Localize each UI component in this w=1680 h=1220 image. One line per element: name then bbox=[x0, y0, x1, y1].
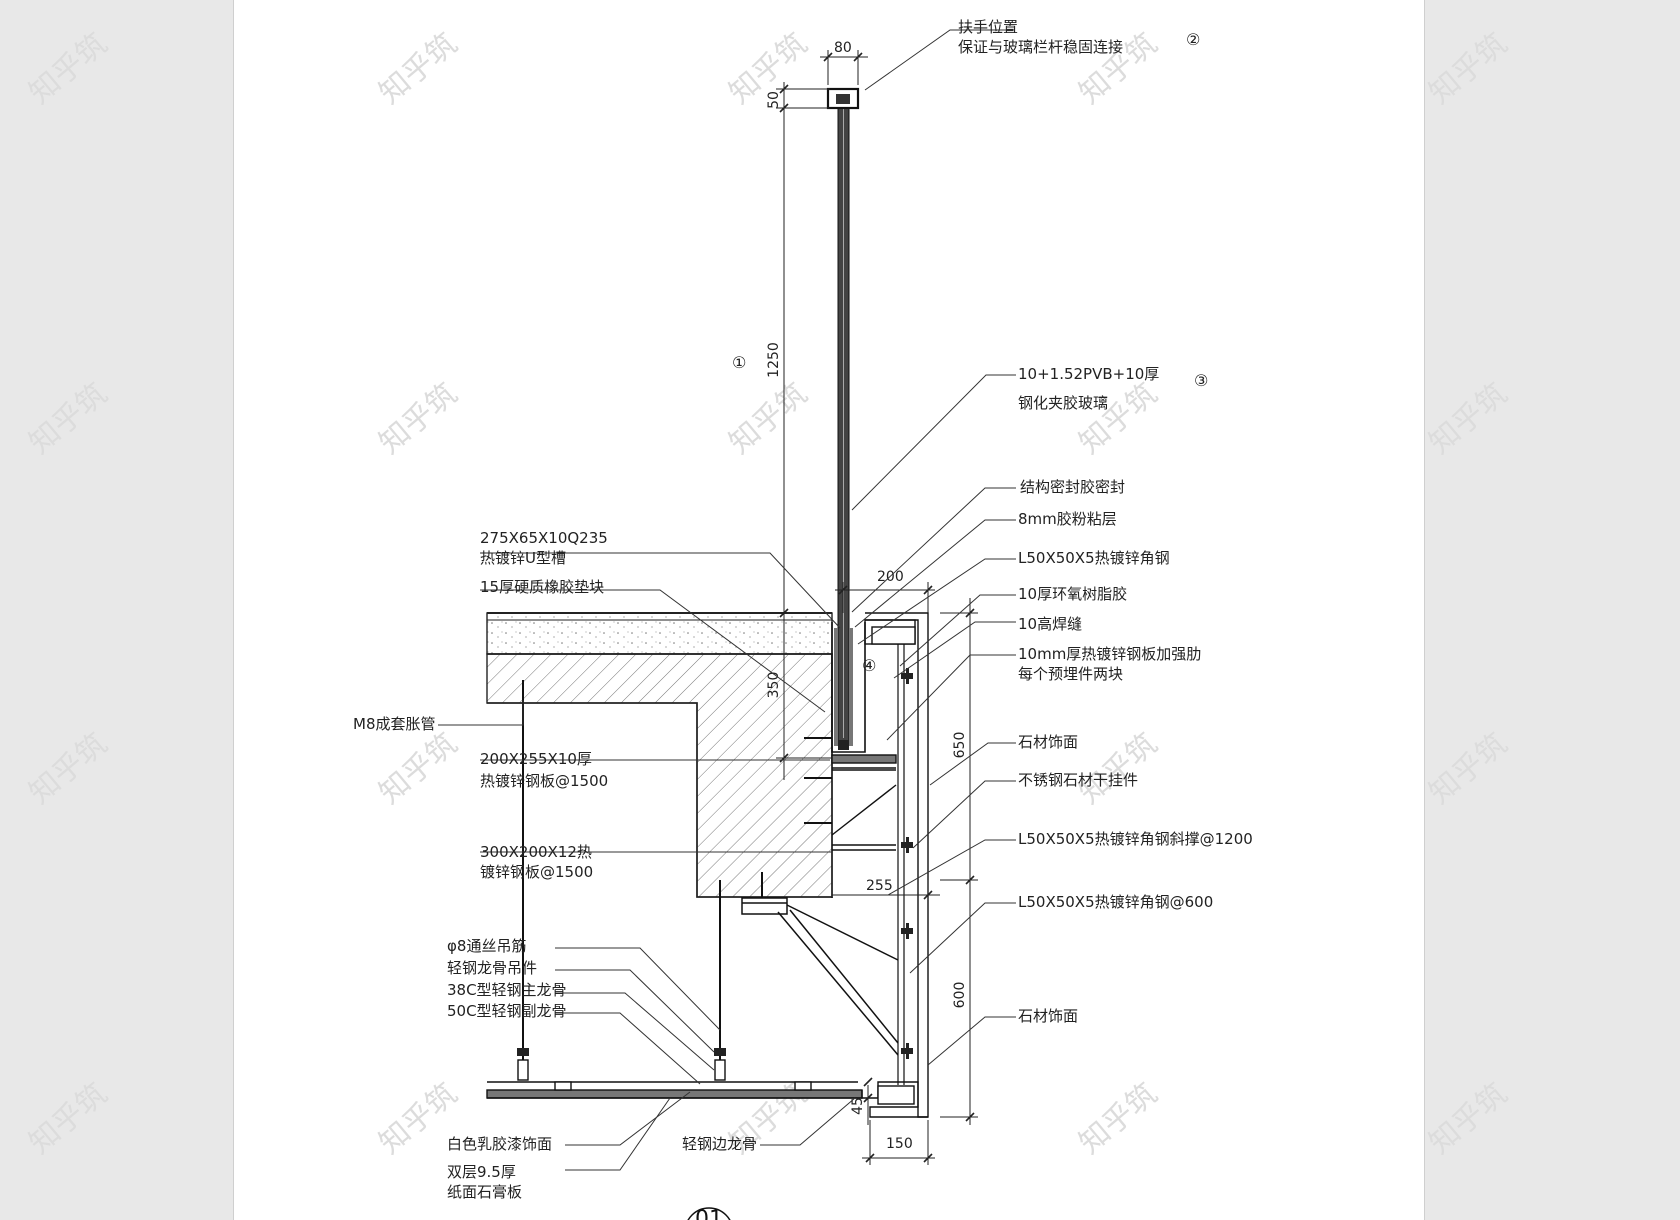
svg-text:知乎筑: 知乎筑 bbox=[1073, 1076, 1164, 1161]
label-brace: L50X50X5热镀锌角钢斜撑@1200 bbox=[1018, 830, 1253, 848]
marker-2: ② bbox=[1186, 30, 1200, 49]
svg-text:知乎筑: 知乎筑 bbox=[373, 726, 464, 811]
dim-80: 80 bbox=[834, 40, 852, 56]
marker-1: ① bbox=[732, 353, 746, 372]
svg-text:知乎筑: 知乎筑 bbox=[23, 1076, 114, 1161]
detail-title-badge: 01 bbox=[687, 1207, 731, 1220]
dim-600: 600 bbox=[952, 982, 968, 1009]
u-channel bbox=[831, 622, 866, 753]
svg-text:知乎筑: 知乎筑 bbox=[1073, 726, 1164, 811]
label-rod: φ8通丝吊筋 bbox=[447, 937, 526, 955]
label-gypsum-1: 双层9.5厚 bbox=[447, 1163, 516, 1181]
label-adhesive: 8mm胶粉粘层 bbox=[1018, 510, 1117, 528]
label-plate200-1: 200X255X10厚 bbox=[480, 750, 592, 768]
label-sealant: 结构密封胶密封 bbox=[1020, 478, 1125, 496]
label-keel-sub: 50C型轻钢副龙骨 bbox=[447, 1002, 567, 1020]
svg-text:知乎筑: 知乎筑 bbox=[1423, 376, 1514, 461]
dim-1250: 1250 bbox=[766, 342, 782, 378]
label-plate300-2: 镀锌钢板@1500 bbox=[480, 863, 593, 881]
laminated-glass-panel bbox=[837, 95, 850, 742]
svg-text:知乎筑: 知乎筑 bbox=[23, 26, 114, 111]
label-epoxy: 10厚环氧树脂胶 bbox=[1018, 585, 1127, 603]
svg-text:知乎筑: 知乎筑 bbox=[1423, 726, 1514, 811]
dim-150: 150 bbox=[886, 1136, 913, 1152]
svg-text:知乎筑: 知乎筑 bbox=[373, 376, 464, 461]
label-weld: 10高焊缝 bbox=[1018, 615, 1082, 633]
dimension-texts: 80 50 1250 350 200 650 255 600 45 150 bbox=[766, 40, 968, 1152]
dim-200: 200 bbox=[877, 569, 904, 585]
label-angle-top: L50X50X5热镀锌角钢 bbox=[1018, 549, 1170, 567]
drawing-sheet bbox=[233, 0, 1425, 1220]
label-handrail-2: 保证与玻璃栏杆稳固连接 bbox=[958, 38, 1123, 56]
callout-labels: 扶手位置 保证与玻璃栏杆稳固连接 10+1.52PVB+10厚 钢化夹胶玻璃 结… bbox=[353, 18, 1253, 1201]
label-uchannel-2: 热镀锌U型槽 bbox=[480, 549, 566, 567]
detail-number: 01 bbox=[695, 1207, 723, 1220]
label-hanger-ss: 不锈钢石材干挂件 bbox=[1018, 771, 1138, 789]
stone-hangers bbox=[901, 668, 913, 1059]
dimension-lines bbox=[776, 50, 978, 1165]
dim-45: 45 bbox=[850, 1097, 866, 1115]
label-glass-2: 钢化夹胶玻璃 bbox=[1018, 394, 1108, 412]
label-glass-1: 10+1.52PVB+10厚 bbox=[1018, 365, 1159, 383]
brace-bracket bbox=[741, 897, 899, 1056]
svg-text:知乎筑: 知乎筑 bbox=[1423, 1076, 1514, 1161]
label-keel-main: 38C型轻钢主龙骨 bbox=[447, 981, 567, 999]
svg-text:知乎筑: 知乎筑 bbox=[23, 376, 114, 461]
dim-255: 255 bbox=[866, 878, 893, 894]
leader-lines bbox=[438, 29, 1016, 1171]
svg-text:知乎筑: 知乎筑 bbox=[1423, 26, 1514, 111]
svg-text:知乎筑: 知乎筑 bbox=[23, 726, 114, 811]
keel-hangers bbox=[517, 1048, 726, 1081]
label-handrail-1: 扶手位置 bbox=[958, 18, 1018, 36]
label-edge-keel: 轻钢边龙骨 bbox=[682, 1135, 757, 1153]
label-stone-bottom: 石材饰面 bbox=[1018, 1007, 1078, 1025]
label-rubber: 15厚硬质橡胶垫块 bbox=[480, 578, 604, 596]
svg-text:知乎筑: 知乎筑 bbox=[1073, 376, 1164, 461]
label-m8: M8成套胀管 bbox=[353, 715, 436, 733]
label-plate200-2: 热镀锌钢板@1500 bbox=[480, 772, 608, 790]
marker-3: ③ bbox=[1194, 371, 1208, 390]
label-paint: 白色乳胶漆饰面 bbox=[447, 1135, 552, 1153]
watermark-layer: 知乎筑 知乎筑 知乎筑 知乎筑 知乎筑 知乎筑 知乎筑 知乎筑 知乎筑 知乎筑 … bbox=[23, 26, 1514, 1161]
dim-350: 350 bbox=[766, 672, 782, 699]
dim-650: 650 bbox=[952, 732, 968, 759]
gypsum-ceiling bbox=[486, 1081, 928, 1118]
reference-markers: ① ② ③ ④ bbox=[732, 30, 1208, 675]
label-rib-2: 每个预埋件两块 bbox=[1018, 665, 1123, 683]
marker-4: ④ bbox=[862, 656, 876, 675]
dim-50: 50 bbox=[766, 91, 782, 109]
label-keel-hanger: 轻钢龙骨吊件 bbox=[447, 959, 537, 977]
svg-text:知乎筑: 知乎筑 bbox=[723, 376, 814, 461]
label-gypsum-2: 纸面石膏板 bbox=[447, 1183, 522, 1201]
label-uchannel-1: 275X65X10Q235 bbox=[480, 529, 608, 547]
label-plate300-1: 300X200X12热 bbox=[480, 843, 592, 861]
label-angle-600: L50X50X5热镀锌角钢@600 bbox=[1018, 893, 1213, 911]
label-rib-1: 10mm厚热镀锌钢板加强肋 bbox=[1018, 645, 1201, 663]
handrail-cap bbox=[826, 87, 860, 110]
svg-text:知乎筑: 知乎筑 bbox=[373, 26, 464, 111]
label-stone-top: 石材饰面 bbox=[1018, 733, 1078, 751]
anchor-bolts bbox=[804, 737, 832, 824]
